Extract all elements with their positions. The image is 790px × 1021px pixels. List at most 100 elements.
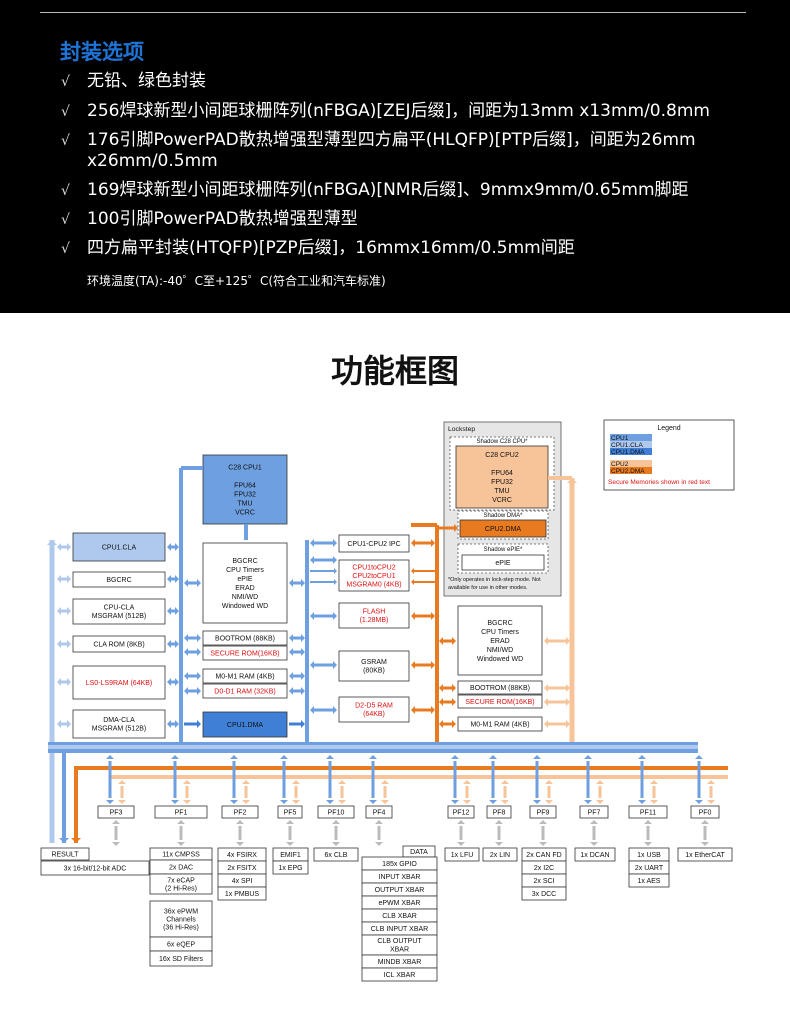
cpu1-bus-right (305, 540, 309, 744)
arrow-head (411, 612, 415, 620)
arrow (598, 786, 602, 798)
arrow-head (333, 661, 337, 669)
arrow (437, 526, 454, 530)
arrow-head (544, 637, 548, 645)
arrow-head (197, 634, 201, 642)
arrow-head (333, 706, 337, 714)
cpu1-core-label: FPU64 (234, 482, 256, 489)
arrow (171, 642, 175, 646)
cpu2-m0m1-ram (457, 716, 543, 732)
gsram-label: (80KB) (363, 668, 385, 675)
arrow-head (707, 780, 715, 784)
pf9-module-label: 2x CAN FD (526, 852, 561, 859)
arrow (548, 722, 566, 726)
arrow-head (431, 539, 435, 547)
arrow (459, 826, 463, 840)
arrow (61, 642, 67, 646)
pf1-module-label: 36x ePWM (164, 908, 198, 915)
cpu2-system-label: Windowed WD (477, 656, 523, 663)
arrow-head (332, 820, 340, 824)
arrow-head (301, 634, 305, 642)
arrow-head (67, 543, 71, 551)
arrow-head (596, 800, 604, 804)
arrow-head (439, 684, 443, 692)
arrow-head (533, 755, 541, 759)
pf1-module (149, 873, 213, 895)
arrow-head (171, 755, 179, 759)
gsram (338, 650, 410, 682)
package-item-text: 无铅、绿色封装 (87, 71, 206, 91)
adc-blue-drop (62, 752, 66, 843)
arrow-head (381, 800, 389, 804)
arrow-head (59, 838, 69, 843)
arrow-head (57, 640, 61, 648)
arrow (188, 650, 197, 654)
arrow-head (197, 579, 201, 587)
arrow (548, 700, 566, 704)
arrow-head (590, 820, 598, 824)
cpu1-dma (202, 711, 288, 738)
data-bus-label-label: DATA (410, 849, 428, 856)
cpu2-system (457, 605, 543, 676)
arrow (314, 541, 333, 545)
arrow (314, 663, 333, 667)
arrow-head (431, 612, 435, 620)
arrow (443, 639, 452, 643)
arrow-head (644, 820, 652, 824)
pf0-module-label: 1x EtherCAT (685, 852, 725, 859)
divider (40, 12, 746, 13)
cla-bus (49, 540, 55, 843)
pf9-module-label: 3x DCC (532, 891, 557, 898)
pf10-module-label: 6x CLB (325, 852, 348, 859)
arrow (414, 570, 435, 572)
arrow (171, 577, 175, 581)
arrow-head (310, 706, 314, 714)
cpu1-secure-rom-label: SECURE ROM(16KB) (210, 650, 279, 657)
lockstep-note: available for use in other modes. (448, 585, 528, 591)
dma-cla-msgram-label: MSGRAM (512B) (92, 726, 146, 733)
arrow-head (47, 540, 57, 545)
arrow-head (197, 672, 201, 680)
peripheral-frame-pf7-label: PF7 (588, 809, 601, 816)
cpu2-bootrom-label: BOOTROM (88KB) (470, 685, 530, 692)
cpu1-system-label: BGCRC (232, 558, 257, 565)
cpu2-core-label: FPU64 (491, 470, 513, 477)
cpu1-system (202, 542, 288, 624)
arrow (188, 689, 197, 693)
cpu2-bus-left (435, 525, 439, 744)
cpu1-core-label: TMU (237, 500, 252, 507)
arrow (244, 786, 248, 798)
legend-cpu1-item: CPU1 (611, 435, 629, 442)
arrow (503, 786, 507, 798)
arrow-head (326, 755, 334, 759)
cpu1-cla (72, 532, 166, 562)
arrow (179, 826, 183, 840)
arrow (61, 545, 67, 549)
arrow (171, 722, 175, 726)
peripheral-frame-pf10-label: PF10 (328, 809, 345, 816)
arrow-head (175, 678, 179, 686)
arrow-head (334, 568, 337, 574)
arrow-head (452, 698, 456, 706)
cpu1-system-label: Windowed WD (222, 603, 268, 610)
arrow-head (184, 648, 188, 656)
arrow-head (177, 842, 185, 846)
arrow-head (301, 672, 305, 680)
arrow-head (57, 543, 61, 551)
ipc-msgram (338, 559, 410, 592)
arrow-head (167, 678, 171, 686)
peripheral-frame-pf2 (221, 805, 259, 819)
cpu-cla-msgram (72, 598, 166, 625)
arrow-head (411, 579, 414, 585)
cpu1-link (244, 524, 248, 540)
arrow-head (650, 800, 658, 804)
arrow (491, 761, 495, 798)
pf12-module-label: 1x LFU (451, 852, 474, 859)
arrow-head (71, 838, 81, 843)
package-item-text: 四方扁平封装(HTQFP)[PZP后缀]，16mmx16mm/0.5mm间距 (87, 238, 575, 258)
arrow (497, 826, 501, 840)
arrow-head (67, 607, 71, 615)
pf4-module-label: ICL XBAR (384, 972, 416, 979)
arrow-head (57, 575, 61, 583)
arrow (535, 761, 539, 798)
